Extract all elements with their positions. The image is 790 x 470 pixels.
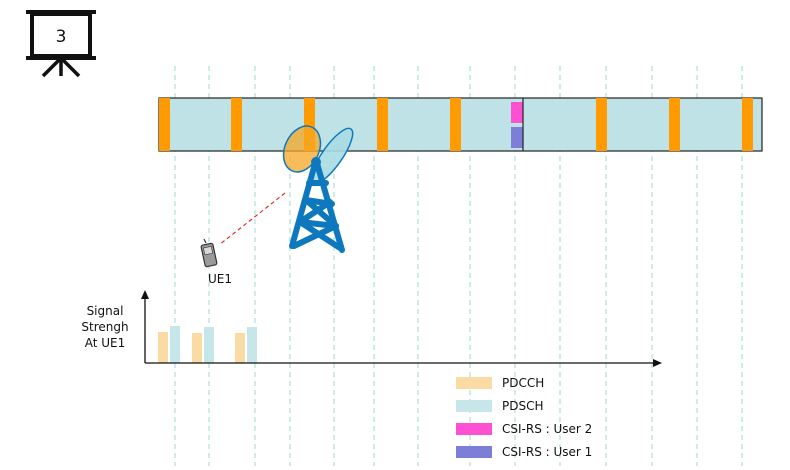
frame-marker — [450, 98, 461, 151]
signal-bar-pdcch — [158, 332, 168, 363]
frame-marker — [377, 98, 388, 151]
y-axis-label-line1: Signal — [87, 304, 124, 318]
y-axis-label-line2: Strengh — [81, 320, 128, 334]
frame-marker — [742, 98, 753, 151]
y-axis-label-line3: At UE1 — [85, 336, 126, 350]
signal-bars — [158, 326, 257, 363]
legend-swatch-csi-user2 — [456, 423, 492, 435]
legend-swatch-csi-user1 — [456, 446, 492, 458]
frame-marker — [304, 98, 315, 151]
csi-rs-user2-block — [511, 102, 523, 123]
frame-markers — [159, 98, 753, 151]
signal-bar-pdsch — [204, 327, 214, 363]
chart-axes — [141, 290, 662, 367]
presentation-board-icon: 3 — [26, 10, 96, 78]
frame-strip — [158, 97, 763, 152]
beam-orange — [282, 125, 322, 173]
frame-marker — [159, 98, 170, 151]
legend: PDCCH PDSCH CSI-RS : User 2 CSI-RS : Use… — [456, 376, 592, 459]
signal-bar-pdcch — [235, 333, 245, 363]
legend-label-pdsch: PDSCH — [502, 399, 544, 413]
frame-marker — [231, 98, 242, 151]
signal-bar-pdsch — [247, 327, 257, 363]
signal-bar-pdsch — [170, 326, 180, 363]
frame-marker — [596, 98, 607, 151]
cell-tower-icon — [282, 125, 354, 253]
legend-swatch-pdcch — [456, 377, 492, 389]
legend-label-csi-user2: CSI-RS : User 2 — [502, 422, 592, 436]
radio-link — [218, 192, 286, 246]
signal-bar-pdcch — [192, 333, 202, 363]
legend-label-csi-user1: CSI-RS : User 1 — [502, 445, 592, 459]
csi-rs-user1-block — [511, 127, 523, 148]
slide-number: 3 — [56, 27, 67, 47]
legend-label-pdcch: PDCCH — [502, 376, 544, 390]
frame-marker — [669, 98, 680, 151]
ue-label: UE1 — [208, 272, 232, 286]
legend-swatch-pdsch — [456, 400, 492, 412]
mobile-phone-icon — [200, 238, 218, 268]
